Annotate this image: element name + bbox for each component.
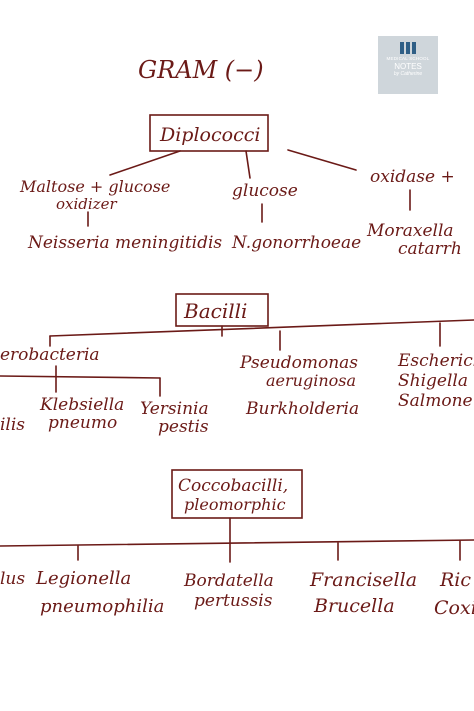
bacilli-pseudomonas: Pseudomonas — [239, 353, 358, 373]
coccobacilli-branch — [0, 539, 474, 547]
coccobacilli-box — [171, 469, 303, 519]
cocco-rick: Ric — [439, 569, 471, 591]
cocco-coxi: Coxi — [434, 597, 474, 619]
bacilli-entero-left: ilis — [0, 415, 25, 435]
diplococci-test-3: oxidase + — [370, 167, 455, 187]
entero-branch — [0, 375, 161, 379]
diplococci-test-2: glucose — [232, 181, 298, 201]
cocco-legionella-2: pneumophilia — [40, 596, 164, 617]
cocco-bordatella: Bordatella — [183, 571, 274, 591]
diplococci-result-2: N.gonorrhoeae — [231, 233, 361, 253]
bacilli-klebsiella: Klebsiella — [39, 395, 124, 415]
logo-line-3: by Catherine — [393, 71, 423, 77]
diplococci-heading: Diplococci — [159, 124, 260, 146]
bacilli-enterobacteria: erobacteria — [0, 345, 100, 365]
bacilli-heading: Bacilli — [183, 299, 247, 323]
bacilli-escherichia: Escherick — [397, 351, 474, 371]
bacilli-shigella: Shigella — [398, 371, 468, 391]
bacilli-salmonella: Salmone — [398, 391, 473, 411]
cocco-legionella: Legionella — [35, 568, 131, 589]
brand-logo: MEDICAL SCHOOL NOTES by Catherine — [378, 36, 438, 94]
logo-line-2: NOTES — [394, 62, 422, 71]
logo-line-1: MEDICAL SCHOOL — [386, 56, 430, 61]
diplococci-result-3b: catarrh — [398, 239, 462, 259]
bacilli-branch — [49, 319, 474, 337]
cocco-francisella: Francisella — [309, 569, 417, 591]
arrow — [245, 150, 251, 179]
bacilli-klebsiella-2: pneumo — [48, 413, 117, 433]
bacilli-yersinia: Yersinia — [140, 399, 209, 419]
diplococci-test-1: Maltose + glucose — [19, 177, 170, 196]
coccobacilli-heading-2: pleomorphic — [184, 495, 286, 514]
page-title: GRAM (−) — [138, 56, 264, 84]
cocco-partial: lus — [0, 569, 25, 589]
bacilli-pseudomonas-2: aeruginosa — [266, 371, 356, 390]
book-icon — [399, 42, 417, 54]
arrow — [109, 150, 181, 176]
cocco-bordatella-2: pertussis — [194, 591, 273, 611]
diplococci-box — [149, 114, 269, 152]
bacilli-yersinia-2: pestis — [158, 417, 209, 437]
arrow — [287, 149, 357, 171]
diplococci-test-1b: oxidizer — [56, 195, 117, 213]
coccobacilli-heading: Coccobacilli, — [178, 476, 288, 496]
bacilli-burkholderia: Burkholderia — [245, 399, 359, 419]
diplococci-result-1: Neisseria meningitidis — [27, 233, 222, 253]
diplococci-result-3: Moraxella — [366, 221, 454, 241]
cocco-brucella: Brucella — [313, 595, 395, 617]
